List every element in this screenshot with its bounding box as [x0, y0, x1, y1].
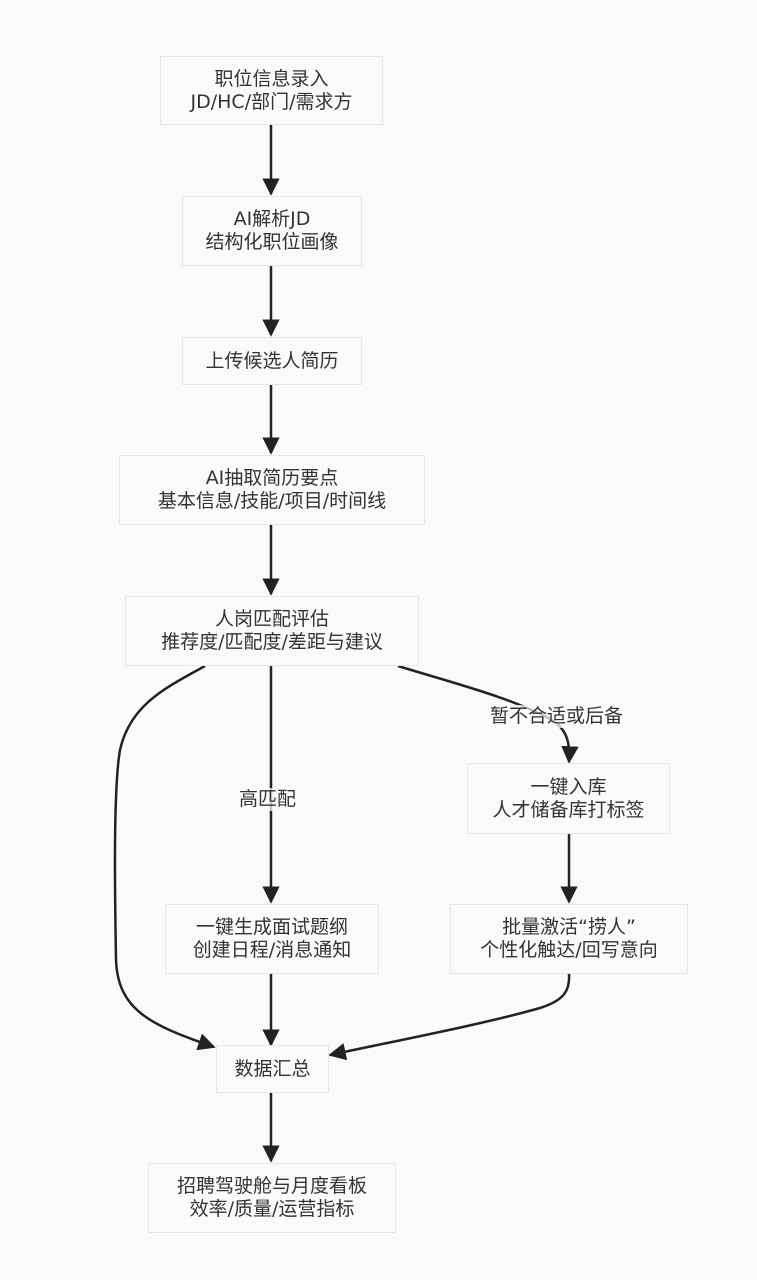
- edge-label-high-match: 高匹配: [239, 788, 297, 811]
- node-match-eval: 人岗匹配评估 推荐度/匹配度/差距与建议: [125, 596, 419, 666]
- node-line: 招聘驾驶舱与月度看板: [176, 1175, 367, 1197]
- node-line: 结构化职位画像: [205, 231, 339, 253]
- node-line: 职位信息录入: [214, 67, 329, 90]
- node-line: 批量激活“捞人”: [502, 916, 636, 938]
- node-line: AI解析JD: [233, 208, 311, 230]
- edge-label-not-fit: 暂不合适或后备: [490, 705, 624, 728]
- node-activate: 批量激活“捞人” 个性化触达/回写意向: [450, 904, 688, 974]
- node-upload-resume: 上传候选人简历: [182, 337, 362, 385]
- edge-activate-to-summary: [328, 973, 571, 1061]
- node-line: AI抽取简历要点: [205, 467, 339, 489]
- node-line: 数据汇总: [234, 1057, 311, 1080]
- node-line: 一键生成面试题纲: [195, 916, 348, 938]
- node-ai-extract: AI抽取简历要点 基本信息/技能/项目/时间线: [119, 455, 425, 525]
- node-job-input: 职位信息录入 JD/HC/部门/需求方: [160, 56, 383, 125]
- node-line: 基本信息/技能/项目/时间线: [157, 490, 387, 512]
- edge-match-to-summary: [113, 664, 216, 1051]
- node-line: 一键入库: [530, 775, 607, 798]
- node-line: 人才储备库打标签: [492, 798, 645, 821]
- node-line: JD/HC/部门/需求方: [190, 90, 353, 113]
- node-line: 推荐度/匹配度/差距与建议: [161, 631, 383, 653]
- node-data-summary: 数据汇总: [216, 1045, 329, 1093]
- node-line: 效率/质量/运营指标: [189, 1198, 355, 1220]
- node-interview: 一键生成面试题纲 创建日程/消息通知: [165, 904, 379, 974]
- node-line: 个性化触达/回写意向: [480, 939, 658, 961]
- node-line: 上传候选人简历: [205, 349, 339, 372]
- node-line: 人岗匹配评估: [214, 608, 329, 630]
- node-line: 创建日程/消息通知: [192, 939, 352, 961]
- node-talent-pool: 一键入库 人才储备库打标签: [467, 763, 670, 834]
- node-dashboard: 招聘驾驶舱与月度看板 效率/质量/运营指标: [148, 1163, 396, 1233]
- node-ai-parse-jd: AI解析JD 结构化职位画像: [182, 196, 362, 266]
